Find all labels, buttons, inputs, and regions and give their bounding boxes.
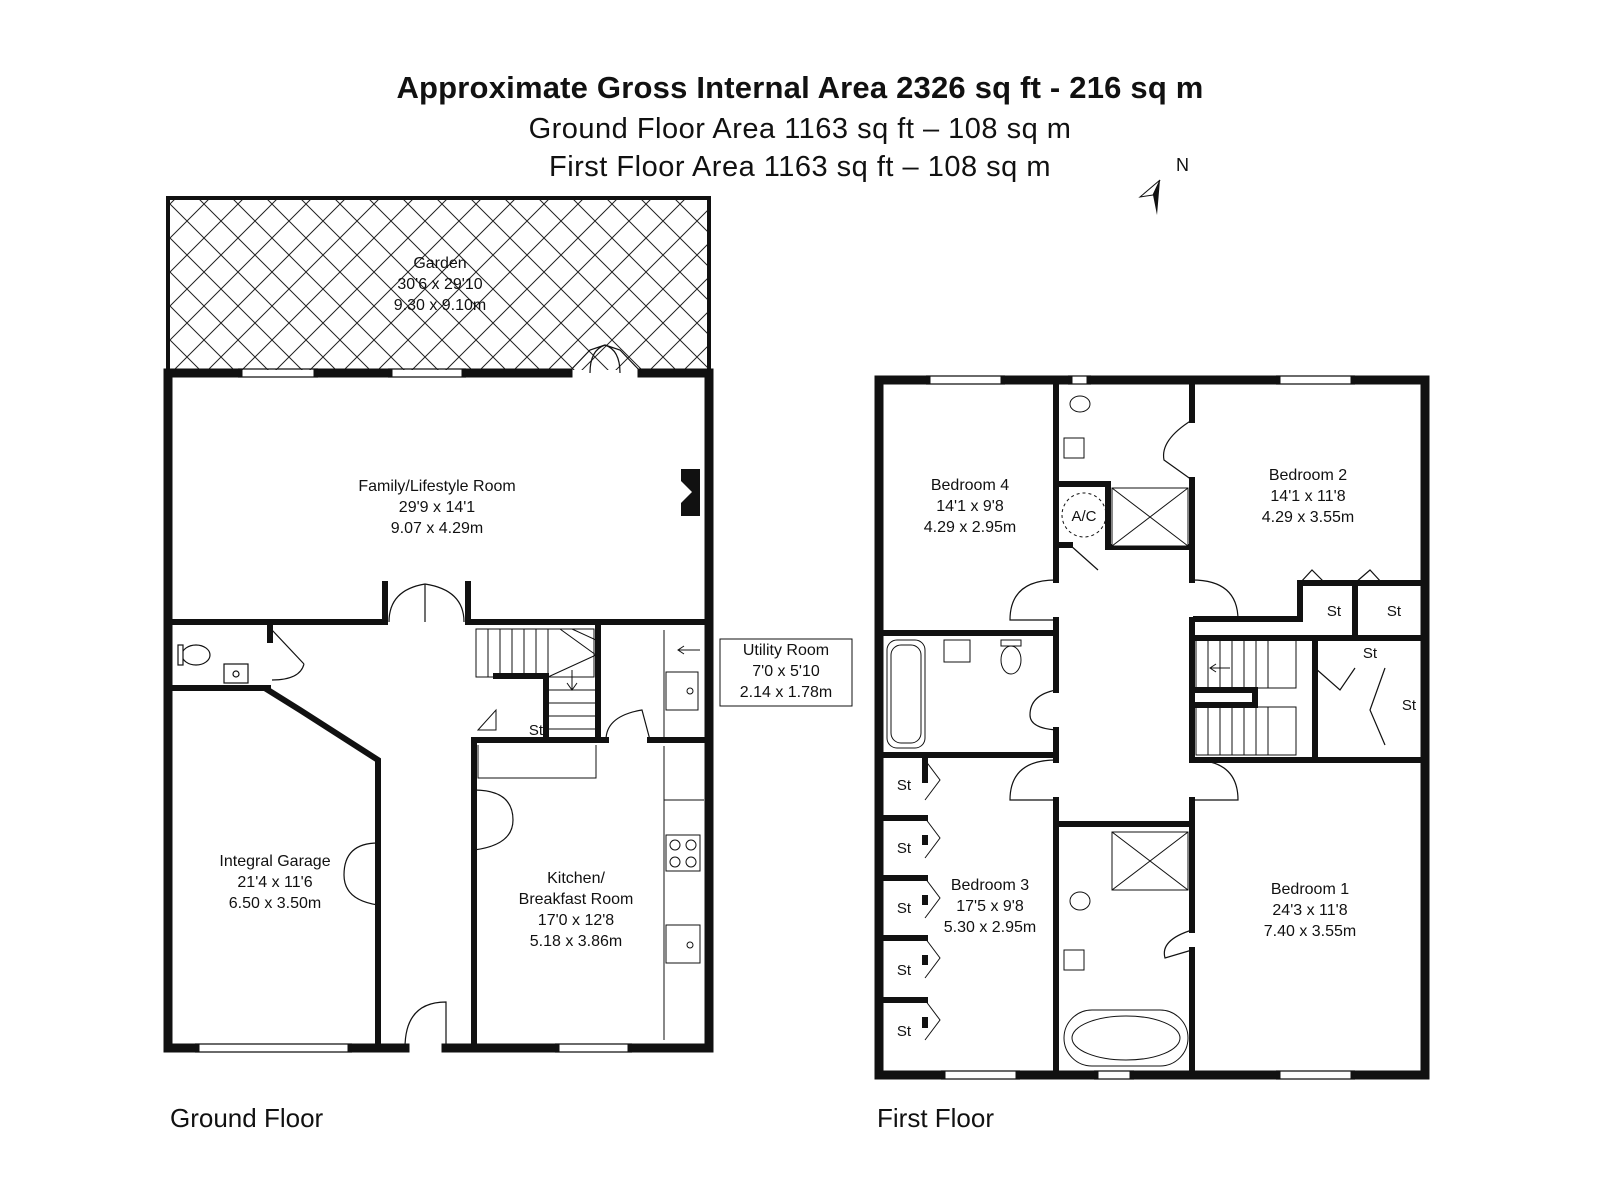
store-label: St: [529, 722, 544, 739]
garage-name: Integral Garage: [219, 853, 330, 870]
store-label: St: [897, 840, 912, 857]
bedroom3-name: Bedroom 3: [951, 877, 1029, 894]
family-room-name: Family/Lifestyle Room: [358, 478, 515, 495]
store-label: St: [897, 777, 912, 794]
first-floor-label: First Floor: [877, 1103, 994, 1133]
first-floor-plan: [874, 375, 1430, 1080]
ground-floor-area: Ground Floor Area 1163 sq ft – 108 sq m: [528, 113, 1072, 145]
bedroom4-metric: 4.29 x 2.95m: [924, 519, 1017, 536]
kitchen-name-line2: Breakfast Room: [519, 891, 634, 908]
kitchen-name-line1: Kitchen/: [547, 870, 605, 887]
store-label: St: [1387, 603, 1402, 620]
store-label: St: [897, 962, 912, 979]
ac-unit-icon: [1061, 492, 1107, 538]
ac-label: A/C: [1071, 508, 1096, 525]
garden-name: Garden: [413, 255, 466, 272]
store-label: St: [897, 1023, 912, 1040]
store-label: St: [897, 900, 912, 917]
bedroom3-imperial: 17'5 x 9'8: [956, 898, 1024, 915]
ground-floor-label: Ground Floor: [170, 1103, 324, 1133]
store-label: St: [1402, 697, 1417, 714]
utility-room-name: Utility Room: [743, 642, 829, 659]
bedroom4-imperial: 14'1 x 9'8: [936, 498, 1004, 515]
kitchen-imperial: 17'0 x 12'8: [538, 912, 614, 929]
bedroom2-name: Bedroom 2: [1269, 467, 1347, 484]
utility-room-imperial: 7'0 x 5'10: [752, 663, 820, 680]
kitchen-metric: 5.18 x 3.86m: [530, 933, 623, 950]
store-label: St: [1327, 603, 1342, 620]
family-room-imperial: 29'9 x 14'1: [399, 499, 475, 516]
garage-imperial: 21'4 x 11'6: [237, 874, 312, 891]
plan-title: Approximate Gross Internal Area 2326 sq …: [396, 70, 1204, 105]
utility-room-metric: 2.14 x 1.78m: [740, 684, 833, 701]
bedroom1-name: Bedroom 1: [1271, 881, 1349, 898]
first-floor-area: First Floor Area 1163 sq ft – 108 sq m: [548, 151, 1052, 183]
north-label: N: [1176, 155, 1189, 175]
garden-imperial: 30'6 x 29'10: [397, 276, 482, 293]
garden-metric: 9.30 x 9.10m: [394, 297, 487, 314]
bedroom2-metric: 4.29 x 3.55m: [1262, 509, 1355, 526]
ground-floor-plan: [163, 196, 714, 1053]
garden-area: [168, 200, 709, 370]
bedroom1-metric: 7.40 x 3.55m: [1264, 923, 1357, 940]
garage-metric: 6.50 x 3.50m: [229, 895, 322, 912]
bedroom2-imperial: 14'1 x 11'8: [1270, 488, 1345, 505]
bedroom3-metric: 5.30 x 2.95m: [944, 919, 1037, 936]
utility-room-callout: [719, 638, 853, 707]
bedroom1-imperial: 24'3 x 11'8: [1272, 902, 1347, 919]
family-room-metric: 9.07 x 4.29m: [391, 520, 484, 537]
north-arrow-icon: [1138, 179, 1161, 215]
bedroom4-name: Bedroom 4: [931, 477, 1009, 494]
store-label: St: [1363, 645, 1378, 662]
